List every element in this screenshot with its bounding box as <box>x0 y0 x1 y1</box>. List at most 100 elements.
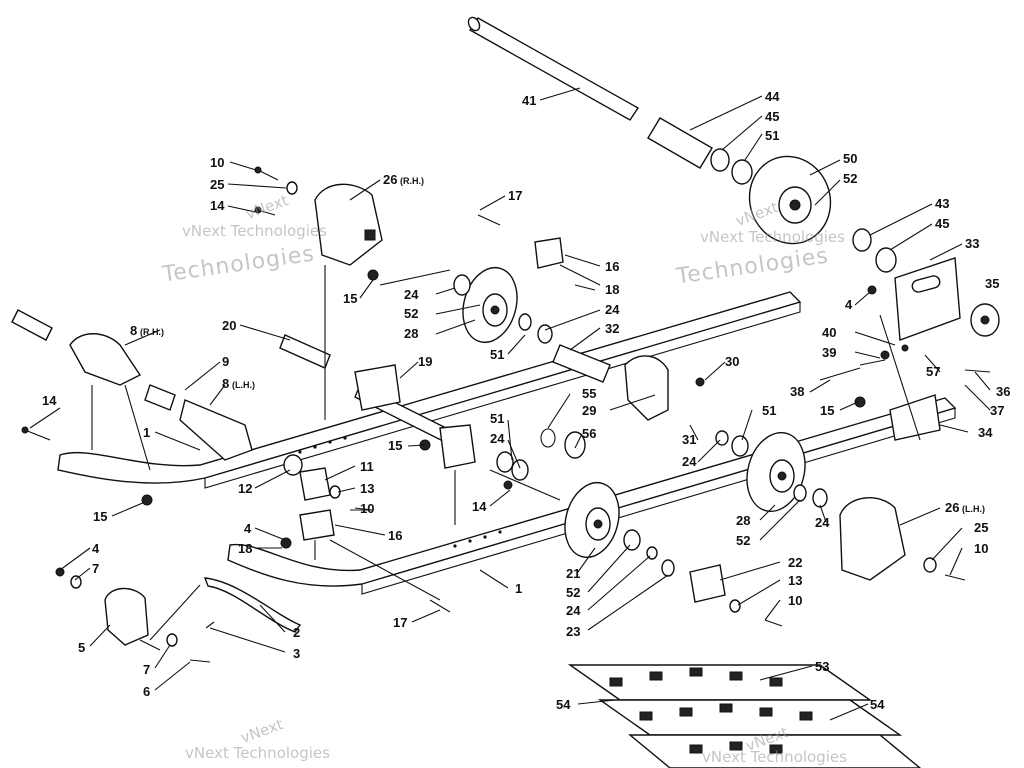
callout-54: 54 <box>556 697 571 712</box>
callout-51: 51 <box>490 411 504 426</box>
callout-12: 12 <box>238 481 252 496</box>
callout-9: 9 <box>222 354 229 369</box>
callout-39: 39 <box>822 345 836 360</box>
callout-53: 53 <box>815 659 829 674</box>
leader-lines <box>29 87 991 721</box>
callout-15: 15 <box>388 438 402 453</box>
callout-25: 25 <box>210 177 224 192</box>
callout-24: 24 <box>605 302 620 317</box>
callout-41: 41 <box>522 93 536 108</box>
idler-wheel-front <box>564 481 620 559</box>
callout-50: 50 <box>843 151 857 166</box>
assembly-lines <box>91 264 921 651</box>
callout-15: 15 <box>93 509 107 524</box>
callout-45: 45 <box>935 216 949 231</box>
right-slide-rail <box>57 291 802 489</box>
callout-8: 8 <box>130 323 137 338</box>
callout-17: 17 <box>508 188 522 203</box>
callout-4: 4 <box>845 297 853 312</box>
callout-8: 8 <box>222 376 229 391</box>
callout-24: 24 <box>490 431 505 446</box>
callout-35: 35 <box>985 276 999 291</box>
callout-18: 18 <box>605 282 619 297</box>
callout-17: 17 <box>393 615 407 630</box>
callout-29: 29 <box>582 403 596 418</box>
bearing-45-51 <box>710 148 753 185</box>
callout-52: 52 <box>843 171 857 186</box>
callout-25: 25 <box>974 520 988 535</box>
callout-28: 28 <box>736 513 750 528</box>
callout-57: 57 <box>926 364 940 379</box>
arm-19 <box>354 364 401 411</box>
spacer-9 <box>144 384 176 411</box>
block-16-lower <box>299 509 335 541</box>
callout-5: 5 <box>78 640 85 655</box>
track-section-53 <box>567 664 922 768</box>
callout-24: 24 <box>815 515 830 530</box>
callout-13: 13 <box>788 573 802 588</box>
mount-arm-center <box>439 424 476 469</box>
callout-7: 7 <box>143 662 150 677</box>
callout-10: 10 <box>788 593 802 608</box>
rear-bracket-33 <box>894 257 961 341</box>
callout-40: 40 <box>822 325 836 340</box>
arm-29 <box>624 355 669 421</box>
shaft-32 <box>552 344 611 383</box>
callout-3: 3 <box>293 646 300 661</box>
callout-14: 14 <box>472 499 487 514</box>
callout-24: 24 <box>404 287 419 302</box>
callout-4: 4 <box>92 541 100 556</box>
callout-14: 14 <box>42 393 57 408</box>
callout-26-side: (R.H.) <box>400 176 424 186</box>
callout-labels: 41 44 45 51 50 52 43 45 33 35 10 25 26 (… <box>42 89 1010 712</box>
shaft-20 <box>279 334 331 369</box>
callout-32: 32 <box>605 321 619 336</box>
skid-wear-strip <box>203 577 302 633</box>
idler-wheel-upper <box>462 266 518 344</box>
callout-52: 52 <box>404 306 418 321</box>
rear-axle-shaft <box>467 16 640 121</box>
callout-30: 30 <box>725 354 739 369</box>
callout-28: 28 <box>404 326 418 341</box>
bolts <box>21 166 991 663</box>
front-stopper-5 <box>104 587 149 646</box>
pin-left <box>11 309 53 341</box>
callout-45: 45 <box>765 109 779 124</box>
rail-holes <box>298 436 502 548</box>
callout-43: 43 <box>935 196 949 211</box>
callout-31: 31 <box>682 432 696 447</box>
block-11 <box>299 467 331 501</box>
callout-37: 37 <box>990 403 1004 418</box>
callout-54: 54 <box>870 697 885 712</box>
callout-20: 20 <box>222 318 236 333</box>
callout-8-side: (R.H.) <box>140 327 164 337</box>
left-slide-rail <box>227 397 957 595</box>
front-arm-8-rh <box>69 333 142 386</box>
block-22 <box>689 564 726 603</box>
callout-18: 18 <box>238 541 252 556</box>
idler-wheel-rear <box>746 431 806 513</box>
callout-11: 11 <box>360 459 374 474</box>
callout-2: 2 <box>293 625 300 640</box>
callout-8-side-lh: (L.H.) <box>232 380 255 390</box>
callout-22: 22 <box>788 555 802 570</box>
callout-16: 16 <box>388 528 402 543</box>
callout-56: 56 <box>582 426 596 441</box>
callout-26-side-lh: (L.H.) <box>962 504 985 514</box>
callout-26: 26 <box>383 172 397 187</box>
hub-35 <box>970 303 1000 337</box>
callout-34: 34 <box>978 425 993 440</box>
rear-idler-wheel <box>748 155 832 245</box>
callout-51: 51 <box>490 347 504 362</box>
callout-52: 52 <box>736 533 750 548</box>
callout-26: 26 <box>945 500 959 515</box>
callout-10: 10 <box>974 541 988 556</box>
callout-6: 6 <box>143 684 150 699</box>
callout-1: 1 <box>143 425 150 440</box>
callout-51: 51 <box>765 128 779 143</box>
callout-14: 14 <box>210 198 225 213</box>
front-arm-8-lh <box>179 399 253 461</box>
callout-24: 24 <box>682 454 697 469</box>
